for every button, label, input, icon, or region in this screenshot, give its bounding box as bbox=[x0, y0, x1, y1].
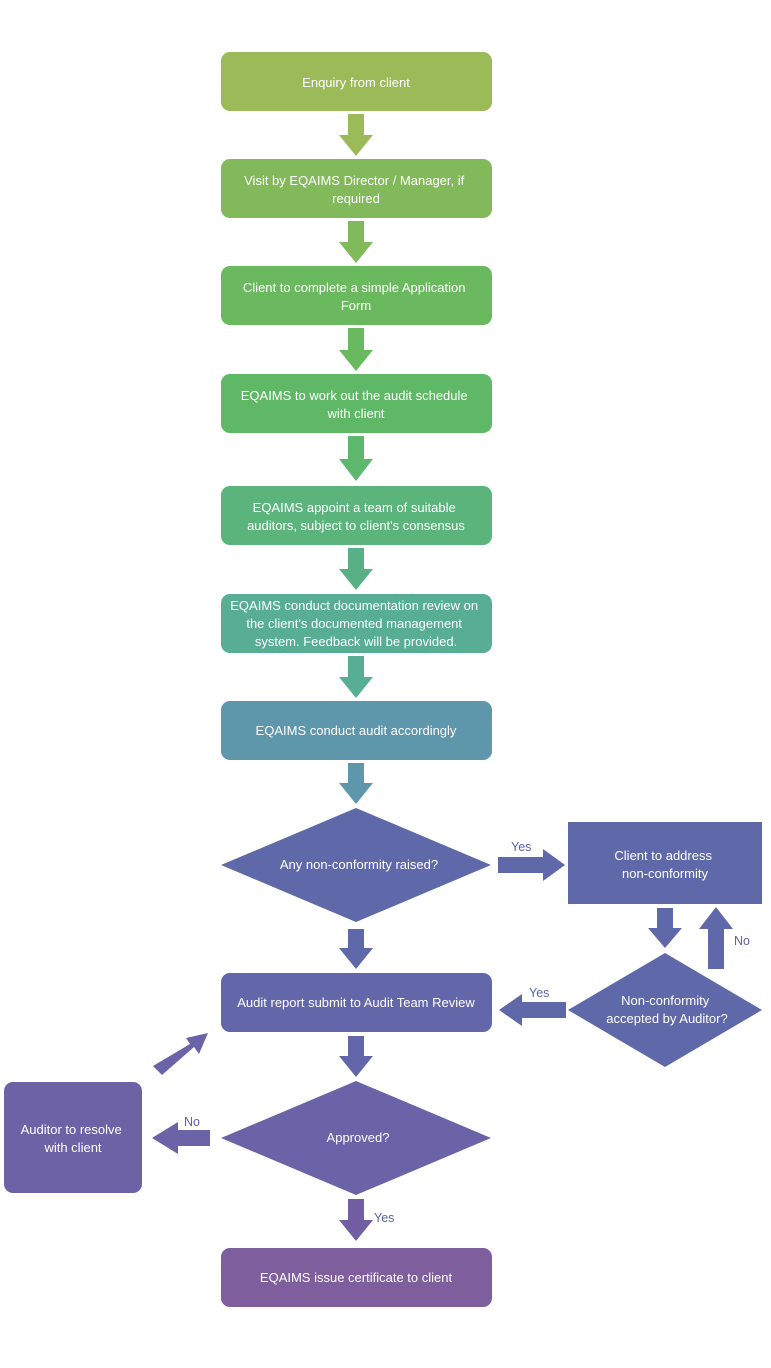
step-address-nc-box bbox=[568, 822, 762, 904]
step-appoint-line-1: EQAIMS appoint a team of suitable bbox=[253, 500, 456, 515]
step-visit-line-1: Visit by EQAIMS Director / Manager, if bbox=[244, 173, 464, 188]
decision-nc-accepted: Non-conformity accepted by Auditor? bbox=[568, 953, 762, 1067]
svg-text:Audit report submit to Audit T: Audit report submit to Audit Team Review bbox=[237, 995, 475, 1010]
arrow-down-9 bbox=[339, 1036, 373, 1077]
step-enquiry-box bbox=[221, 52, 492, 111]
step-conduct-audit-line-1: EQAIMS conduct audit accordingly bbox=[256, 723, 457, 738]
step-resolve-line-2: with client bbox=[43, 1140, 101, 1155]
svg-text:Client to complete a simple Ap: Client to complete a simple Application … bbox=[243, 280, 469, 313]
svg-text:Non-conformity accepted: Non-conformity accepted by Auditor? bbox=[606, 993, 727, 1026]
decision-nonconformity: Any non-conformity raised? bbox=[221, 808, 491, 922]
arrow-left-approved-no bbox=[152, 1122, 210, 1154]
arrow-down-2 bbox=[339, 221, 373, 263]
svg-text:Visit by EQAIMS Director / Man: Visit by EQAIMS Director / Manager, if r… bbox=[244, 173, 468, 206]
step-schedule-line-2: with client bbox=[326, 406, 384, 421]
step-report-submit-line-1: Audit report submit to Audit Team Review bbox=[237, 995, 475, 1010]
arrow-down-3 bbox=[339, 328, 373, 371]
decision-approved-line-1: Approved? bbox=[327, 1130, 390, 1145]
step-appoint-line-2: auditors, subject to client's consensus bbox=[247, 518, 465, 533]
arrow-down-10 bbox=[339, 1199, 373, 1241]
step-doc-review-line-2: the client's documented management bbox=[246, 616, 462, 631]
step-doc-review-box bbox=[221, 594, 492, 653]
step-visit-box bbox=[221, 159, 492, 218]
step-visit-line-2: required bbox=[332, 191, 380, 206]
arrow-left-accepted-yes bbox=[499, 994, 566, 1026]
svg-text:EQAIMS to work out the audit s: EQAIMS to work out the audit schedule wi… bbox=[241, 388, 472, 421]
arrow-down-7 bbox=[339, 763, 373, 804]
arrow-right-nc-yes bbox=[498, 849, 565, 881]
arrow-diagonal-resolve-to-report bbox=[153, 1033, 208, 1075]
svg-text:Approved?: Approved? bbox=[327, 1130, 390, 1145]
step-schedule-box bbox=[221, 374, 492, 433]
svg-text:EQAIMS conduct audit according: EQAIMS conduct audit accordingly bbox=[256, 723, 457, 738]
step-schedule-line-1: EQAIMS to work out the audit schedule bbox=[241, 388, 468, 403]
step-application-line-2: Form bbox=[341, 298, 371, 313]
edge-label-accepted-no: No bbox=[734, 934, 750, 948]
svg-text:EQAIMS appoint a team of suita: EQAIMS appoint a team of suitable audito… bbox=[247, 500, 465, 533]
step-schedule: EQAIMS to work out the audit schedule wi… bbox=[221, 374, 492, 433]
arrow-down-8 bbox=[339, 929, 373, 969]
edge-label-accepted-yes: Yes bbox=[529, 986, 549, 1000]
step-resolve: Auditor to resolve with client bbox=[4, 1082, 142, 1193]
decision-nonconformity-diamond bbox=[221, 808, 491, 922]
edge-label-nc-yes: Yes bbox=[511, 840, 531, 854]
svg-text:Auditor to resolve with: Auditor to resolve with client bbox=[21, 1122, 126, 1155]
step-issue-cert: EQAIMS issue certificate to client bbox=[221, 1248, 492, 1307]
arrow-down-5 bbox=[339, 548, 373, 590]
svg-text:Enquiry from client: Enquiry from client bbox=[302, 75, 410, 90]
step-application-line-1: Client to complete a simple Application bbox=[243, 280, 466, 295]
step-doc-review-line-1: EQAIMS conduct documentation review on bbox=[230, 598, 478, 613]
step-report-submit-box bbox=[221, 973, 492, 1032]
svg-text:Client to address non-co: Client to address non-conformity bbox=[614, 848, 715, 881]
arrow-down-4 bbox=[339, 436, 373, 481]
step-issue-cert-box bbox=[221, 1248, 492, 1307]
step-issue-cert-line-1: EQAIMS issue certificate to client bbox=[260, 1270, 453, 1285]
step-appoint: EQAIMS appoint a team of suitable audito… bbox=[221, 486, 492, 545]
step-visit: Visit by EQAIMS Director / Manager, if r… bbox=[221, 159, 492, 218]
arrow-down-address-to-accepted bbox=[648, 908, 682, 948]
step-application: Client to complete a simple Application … bbox=[221, 266, 492, 325]
step-conduct-audit: EQAIMS conduct audit accordingly bbox=[221, 701, 492, 760]
step-enquiry-line-1: Enquiry from client bbox=[302, 75, 410, 90]
decision-nc-accepted-line-1: Non-conformity bbox=[621, 993, 710, 1008]
step-enquiry: Enquiry from client bbox=[221, 52, 492, 111]
step-resolve-line-1: Auditor to resolve bbox=[21, 1122, 122, 1137]
step-resolve-box bbox=[4, 1082, 142, 1193]
step-doc-review: EQAIMS conduct documentation review on t… bbox=[221, 594, 492, 653]
edge-label-approved-yes: Yes bbox=[374, 1211, 394, 1225]
step-address-nc-line-2: non-conformity bbox=[622, 866, 708, 881]
step-report-submit: Audit report submit to Audit Team Review bbox=[221, 973, 492, 1032]
decision-nc-accepted-diamond bbox=[568, 953, 762, 1067]
step-address-nc-line-1: Client to address bbox=[614, 848, 712, 863]
step-doc-review-line-3: system. Feedback will be provided. bbox=[255, 634, 457, 649]
decision-approved-diamond bbox=[221, 1081, 491, 1195]
arrow-down-1 bbox=[339, 114, 373, 156]
step-conduct-audit-box bbox=[221, 701, 492, 760]
decision-approved: Approved? bbox=[221, 1081, 491, 1195]
step-appoint-box bbox=[221, 486, 492, 545]
svg-text:Any non-conformity raised?: Any non-conformity raised? bbox=[280, 857, 438, 872]
decision-nonconformity-line-1: Any non-conformity raised? bbox=[280, 857, 438, 872]
step-application-box bbox=[221, 266, 492, 325]
svg-text:EQAIMS conduct documentation r: EQAIMS conduct documentation review on t… bbox=[230, 598, 481, 649]
step-address-nc: Client to address non-conformity bbox=[568, 822, 762, 904]
arrow-down-6 bbox=[339, 656, 373, 698]
svg-text:EQAIMS issue certificate to cl: EQAIMS issue certificate to client bbox=[260, 1270, 453, 1285]
arrow-up-accepted-no bbox=[699, 907, 733, 969]
decision-nc-accepted-line-2: accepted by Auditor? bbox=[606, 1011, 727, 1026]
edge-label-approved-no: No bbox=[184, 1115, 200, 1129]
